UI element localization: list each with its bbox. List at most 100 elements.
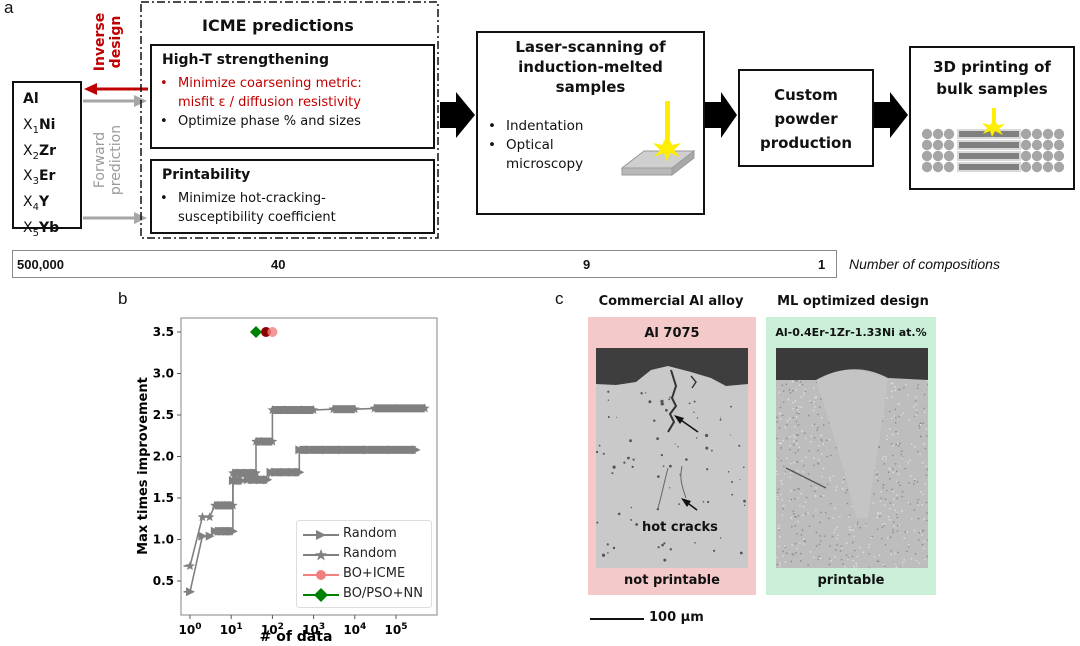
grain-speck [777,491,779,494]
marker-star [185,561,195,571]
grain-speck [889,478,891,480]
grain-speck [892,454,894,457]
inclusion-dot [612,546,616,550]
grain-speck [795,420,798,423]
element-row: Al [23,91,39,107]
grain-speck [907,461,909,464]
printability-bullets: Minimize hot-cracking-susceptibility coe… [156,189,434,227]
marker-run [396,404,425,413]
grain-speck [797,405,800,408]
grain-speck [802,477,804,479]
grain-speck [918,424,920,427]
grain-speck [908,482,910,484]
inclusion-dot [743,504,746,506]
grain-speck [796,461,799,463]
grain-speck [891,417,893,420]
grain-speck [899,465,901,467]
grain-speck [780,493,782,496]
grain-speck [799,384,801,386]
grain-speck [868,546,870,549]
grain-speck [792,554,795,556]
grain-speck [883,504,886,506]
inclusion-dot [662,465,665,467]
powder-particle [1053,161,1065,173]
grain-speck [906,550,908,553]
grain-speck [797,449,799,452]
grain-speck [779,442,781,444]
inclusion-dot [630,518,632,521]
grain-speck [797,488,799,490]
inclusion-dot [607,416,610,418]
grain-speck [879,512,881,514]
grain-speck [784,426,786,429]
marker-star [197,512,208,522]
x-tick-label: 100 [179,622,202,637]
grain-speck [913,483,915,485]
marker-star [328,404,338,414]
marker-triangle [263,475,273,485]
arrow-icme-to-laser [440,92,475,138]
grain-speck [777,498,779,500]
grain-speck [908,419,911,421]
inclusion-dot [669,487,671,489]
inclusion-dot [661,543,664,547]
inclusion-dot [730,405,732,408]
grain-speck [811,424,814,427]
grain-speck [906,531,909,533]
grain-speck [825,512,827,514]
powder-particle [1053,150,1065,162]
grain-speck [923,443,925,445]
grain-speck [886,438,888,441]
inclusion-dot [669,396,671,399]
grain-speck [802,391,805,393]
grain-speck [926,555,928,558]
grain-speck [889,410,891,413]
grain-speck [920,423,922,425]
inclusion-dot [627,456,630,460]
inclusion-dot [635,523,638,526]
grain-speck [814,490,816,492]
grain-speck [790,560,792,563]
grain-speck [847,558,849,560]
grain-speck [902,562,904,564]
grain-speck [800,534,803,536]
powder-particle [1020,161,1032,173]
marker-triangle [228,526,238,536]
inclusion-dot [596,521,599,524]
grain-speck [835,549,837,551]
grain-speck [778,524,780,527]
grain-speck [884,523,886,525]
grain-speck [782,550,784,553]
grain-speck [910,558,913,560]
marker-triangle [266,467,276,477]
grain-speck [822,443,824,445]
y-tick-label: 3.0 [153,367,174,381]
ml-alloy-name: Al-0.4Er-1Zr-1.33Ni at.% [775,326,927,339]
grain-speck [793,489,796,491]
grain-speck [877,511,879,514]
commercial-alloy-name: Al 7075 [644,326,700,341]
grain-speck [778,412,781,415]
powder-particle [921,161,933,173]
grain-speck [852,541,854,544]
powder-bed-icon [921,108,1065,173]
grain-speck [831,535,834,538]
grain-speck [792,408,794,410]
grain-speck [789,448,791,451]
grain-speck [789,436,791,438]
inclusion-dot [632,458,635,461]
grain-speck [890,550,892,552]
grain-speck [921,543,924,546]
printed-layer [959,153,1019,159]
flow-arrows [83,1,908,239]
grain-speck [839,550,842,552]
grain-speck [820,417,823,419]
grain-speck [818,445,820,447]
marker-star [228,468,238,478]
grain-speck [797,515,800,517]
grain-speck [785,383,787,385]
grain-speck [918,427,921,429]
powder-particle [1020,128,1032,140]
powder-particle [932,128,944,140]
